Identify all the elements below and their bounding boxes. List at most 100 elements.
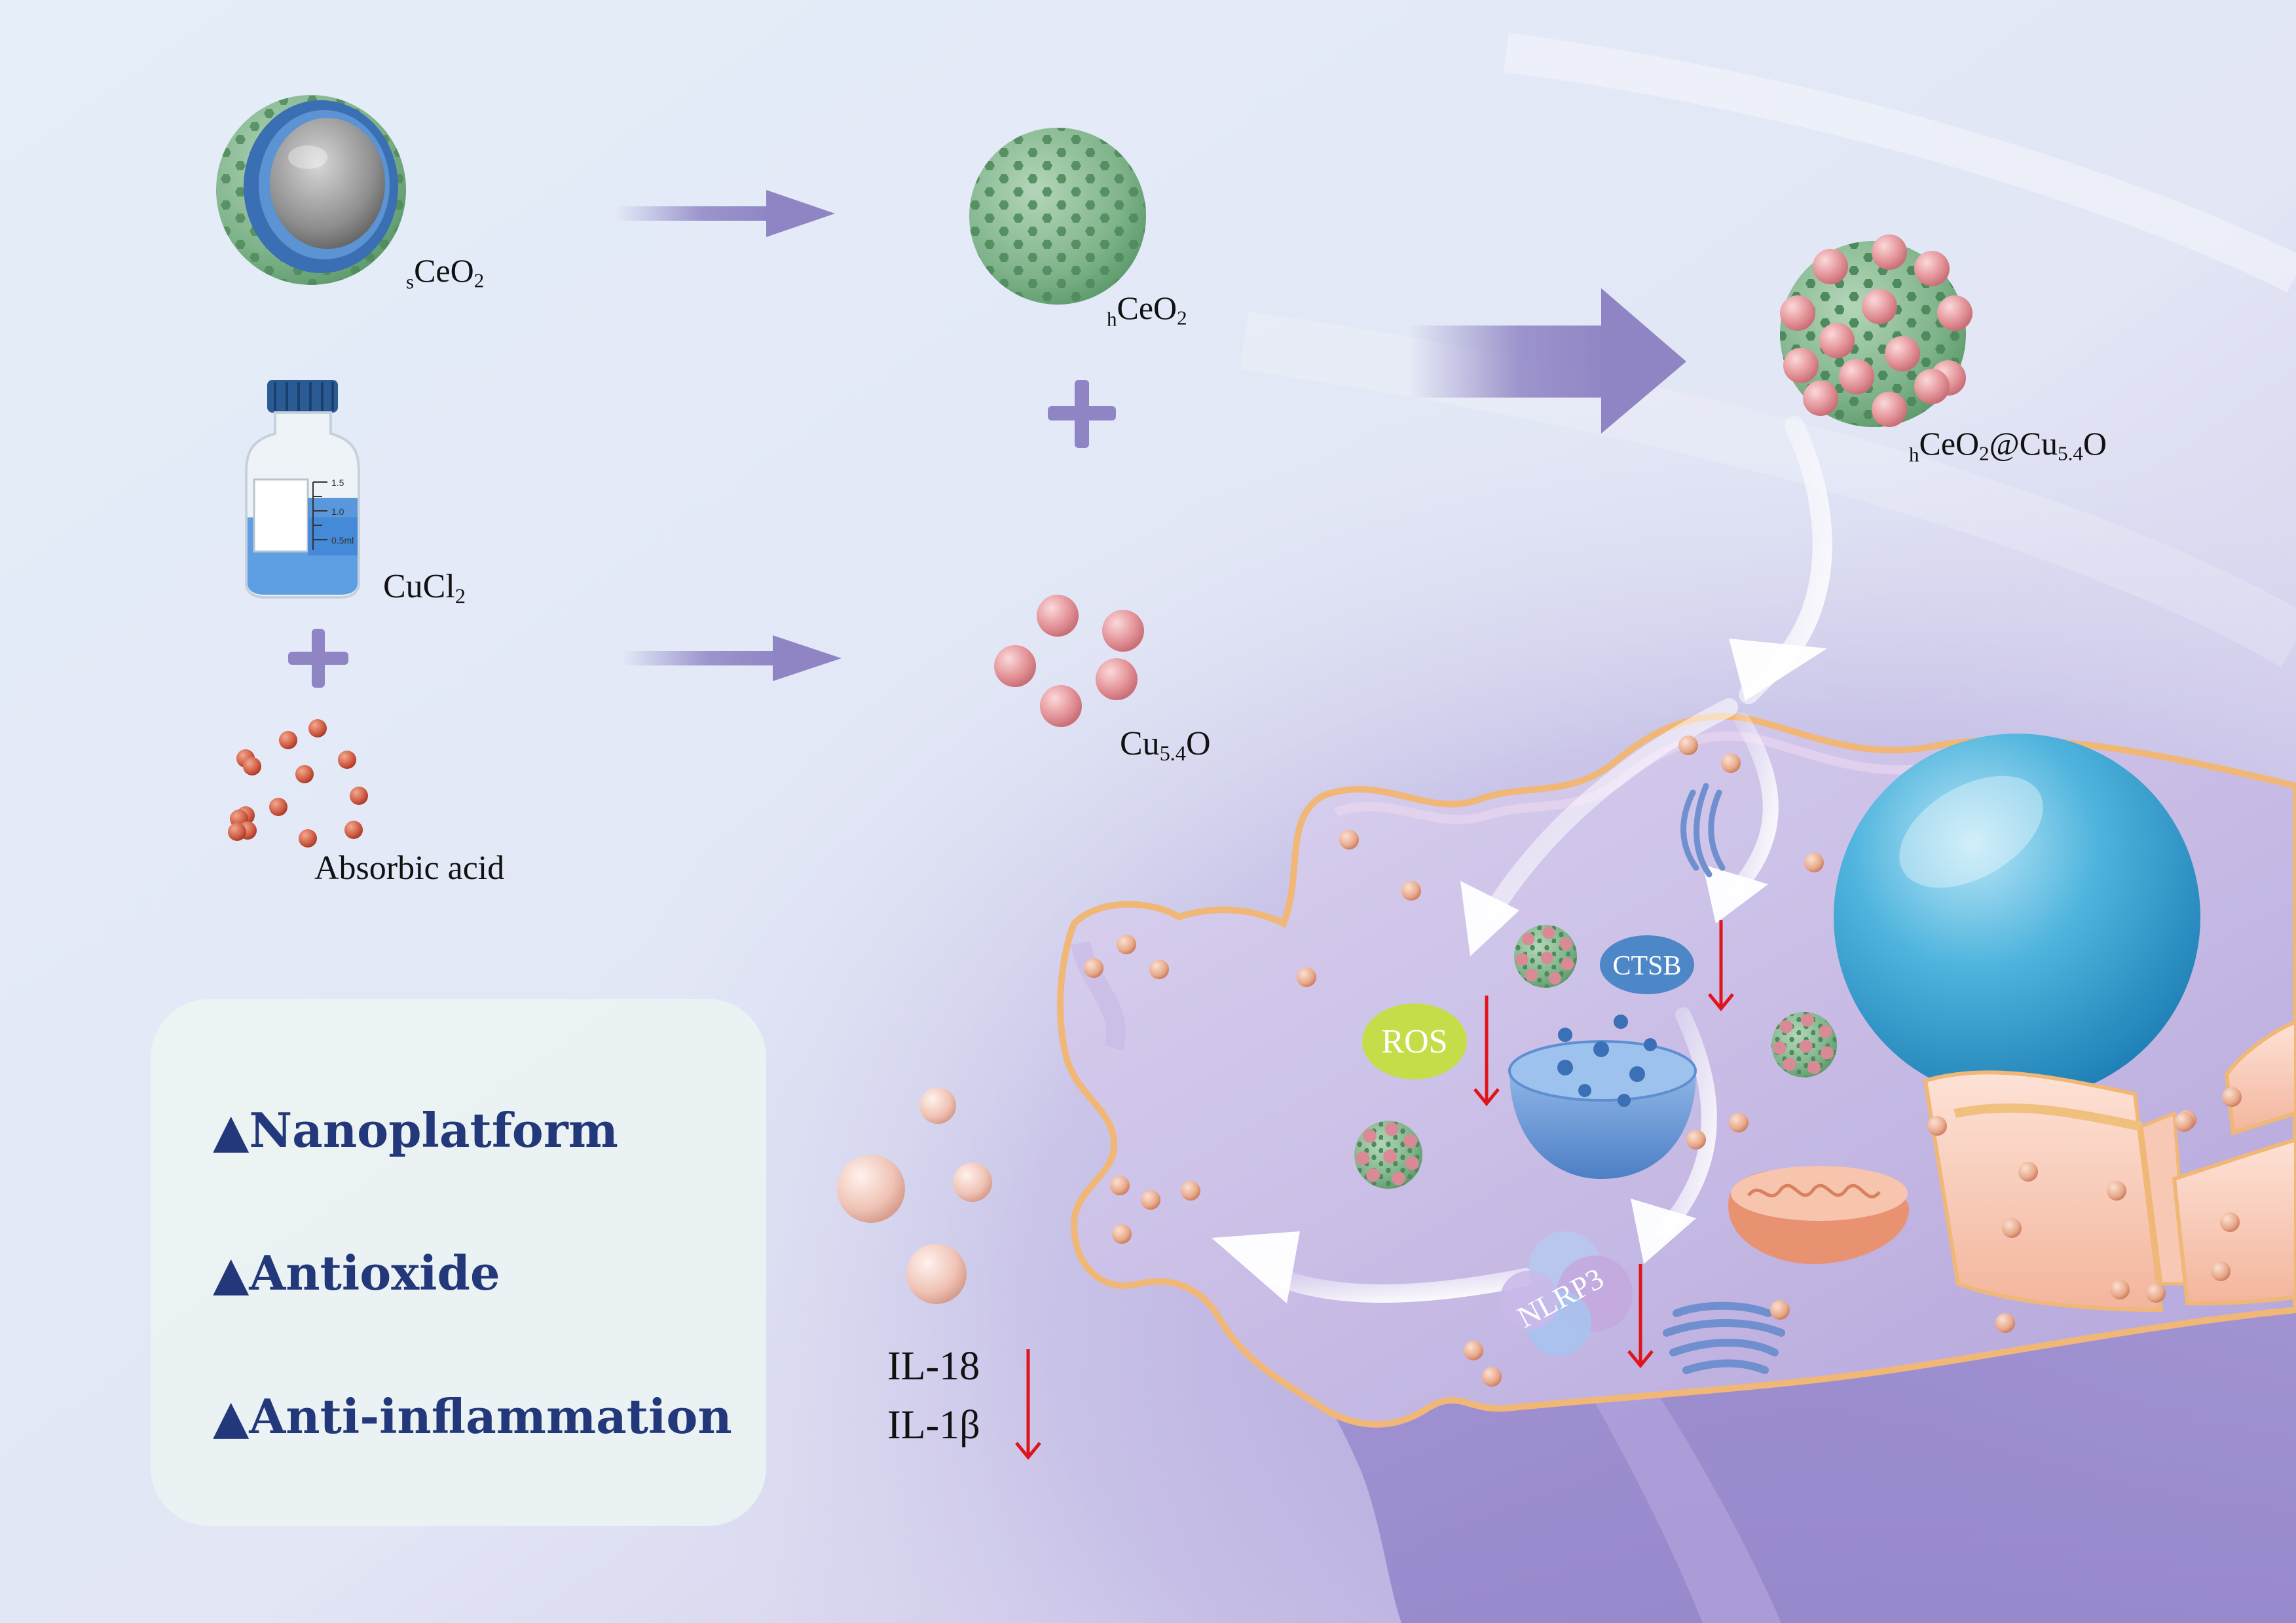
cu-particle <box>1515 953 1528 966</box>
intracellular-cu-particle <box>2174 1112 2194 1132</box>
acid-particles <box>228 719 368 848</box>
ros-badge: ROS <box>1362 1003 1467 1079</box>
golgi-apparatus-top <box>1680 783 1726 878</box>
cu-particle <box>1839 359 1874 394</box>
cu-particle <box>1779 1020 1793 1034</box>
intracellular-cu-particle <box>1112 1224 1132 1244</box>
cu-particle <box>1914 369 1950 404</box>
cu-particle <box>1803 381 1838 416</box>
down-arrow-head <box>1708 993 1734 1011</box>
ros-label: ROS <box>1381 1023 1447 1060</box>
intracellular-cu-particle <box>1110 1176 1130 1195</box>
cu-particle <box>1363 1129 1377 1143</box>
intracellular-cu-particle <box>1678 736 1698 755</box>
nlrp3-inflammasome: NLRP3 <box>1500 1231 1633 1356</box>
cu-particle <box>1540 951 1553 964</box>
cu-particle <box>1559 937 1572 950</box>
intracellular-cu-particle <box>1084 958 1103 978</box>
label-hceo2: hCeO2 <box>1107 289 1187 331</box>
cu54o-particle <box>1096 658 1138 700</box>
intracellular-cu-particle <box>2018 1162 2038 1182</box>
intracellular-cu-particle <box>1464 1341 1483 1360</box>
cu54o-particles <box>994 595 1144 727</box>
cu-particle <box>1872 234 1907 270</box>
cu-particle <box>1405 1156 1419 1170</box>
cu-particle <box>1384 1122 1399 1136</box>
acid-particle <box>299 829 317 848</box>
lysosome <box>1508 1015 1697 1179</box>
intracellular-cu-particle <box>1804 853 1824 872</box>
sceo2-particle <box>216 95 406 285</box>
cu-particle <box>1885 336 1920 371</box>
acid-particle <box>279 731 297 749</box>
intracellular-nanoparticles <box>1354 925 1837 1189</box>
cu-particle <box>1872 392 1907 427</box>
acid-particle <box>243 757 261 775</box>
arrow-sceo2-to-hceo2 <box>616 190 835 237</box>
intracellular-cu-particle <box>2107 1181 2126 1201</box>
label-cucl2: CuCl2 <box>383 568 466 608</box>
feature-antioxide: ▲Antioxide <box>213 1245 500 1301</box>
cell: CTSB ROS NLRP3 <box>1015 416 2296 1623</box>
cu-particle <box>1366 1168 1380 1182</box>
cu-particle <box>1392 1172 1406 1185</box>
cu-particle <box>1783 348 1819 383</box>
acid-particle <box>269 798 287 816</box>
intracellular-cu-particle <box>2220 1212 2240 1232</box>
downregulation-arrows <box>1015 920 1734 1460</box>
intracellular-cu-particle <box>1770 1300 1790 1320</box>
cu-particle <box>1383 1149 1398 1163</box>
hceo2-cu54o-composite <box>1780 234 1972 427</box>
features-panel: ▲Nanoplatform ▲Antioxide ▲Anti-inflammat… <box>151 999 766 1526</box>
cu-particle <box>1819 323 1855 358</box>
ctsb-label: CTSB <box>1612 951 1681 981</box>
intracellular-cu-particle <box>1721 753 1741 773</box>
cu-particle <box>1819 1025 1832 1038</box>
golgi-apparatus <box>1663 1301 1785 1374</box>
acid-particle <box>295 765 314 783</box>
intracellular-cu-particle <box>1995 1313 2015 1333</box>
cu-particle <box>1561 958 1574 971</box>
acid-particle <box>308 719 327 737</box>
cu-particle <box>1773 1041 1787 1054</box>
cu54o-particle <box>1037 595 1079 637</box>
down-arrow-head <box>1015 1442 1041 1460</box>
intracellular-cu-particle <box>1141 1190 1160 1210</box>
feature-anti-inflammation: ▲Anti-inflammation <box>213 1389 732 1444</box>
cytokine-bubbles <box>837 1087 992 1304</box>
intracellular-cu-particles <box>1084 736 2242 1387</box>
acid-particle <box>228 823 246 841</box>
label-il18: IL-18 <box>887 1344 980 1389</box>
ctsb-badge: CTSB <box>1600 935 1694 994</box>
cu54o-particle <box>1040 685 1082 727</box>
cu54o-particle <box>1102 610 1144 652</box>
hceo2-particle <box>969 128 1146 305</box>
cu-particle <box>1799 1039 1813 1053</box>
cu-particle <box>1783 1058 1796 1071</box>
cucl2-vial-icon: 1.5 1.0 0.5ml <box>245 380 360 599</box>
cu-particle <box>1937 295 1972 331</box>
down-arrow-head <box>1473 1088 1500 1106</box>
cu-particle <box>1548 972 1561 985</box>
cu-particle <box>1813 249 1848 284</box>
intracellular-cu-particle <box>1297 967 1316 987</box>
label-il1b: IL-1β <box>887 1403 980 1447</box>
vial-scale-3: 0.5ml <box>331 535 354 546</box>
acid-particle <box>344 821 363 839</box>
intracellular-cu-particle <box>1686 1130 1706 1149</box>
plus-icon-left <box>288 629 348 688</box>
acid-particle <box>350 787 368 805</box>
nucleus <box>1834 734 2200 1100</box>
cu54o-particle <box>994 645 1036 687</box>
cu-particle <box>1914 251 1950 286</box>
label-absorbic-acid: Absorbic acid <box>314 849 505 887</box>
cu-particle <box>1821 1046 1834 1060</box>
intracellular-cu-particle <box>1927 1116 1947 1136</box>
intracellular-cu-particle <box>1117 935 1136 954</box>
cu-particle <box>1862 289 1897 324</box>
intracellular-cu-particle <box>1482 1367 1502 1387</box>
intracellular-cu-particle <box>2110 1280 2130 1299</box>
arrow-to-composite <box>1408 288 1686 434</box>
intracellular-cu-particle <box>1149 960 1169 979</box>
acid-particle <box>338 751 356 769</box>
